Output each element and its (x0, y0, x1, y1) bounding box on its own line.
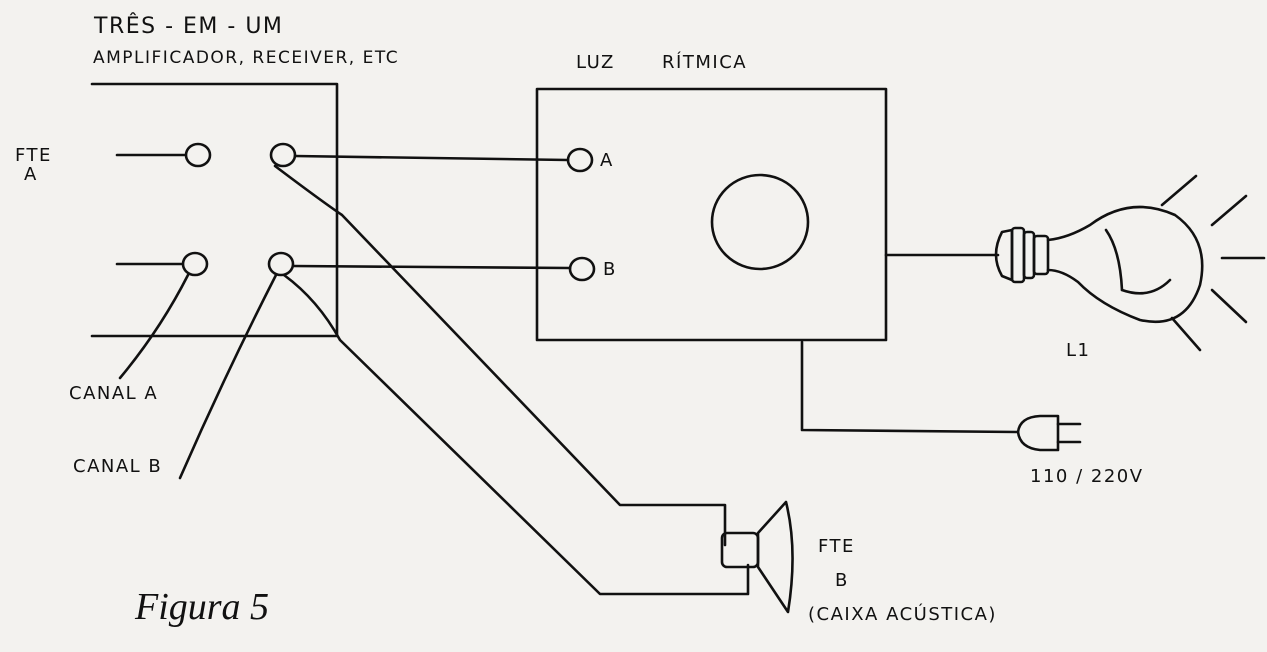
input-b-label: B (603, 259, 617, 280)
wire-output-b-to-input-b (291, 264, 572, 270)
figure-caption: Figura 5 (135, 586, 270, 628)
wire-output-a-to-input-a (293, 154, 570, 162)
rhythmic-light-input-b (568, 256, 596, 282)
output-terminal-b (267, 251, 295, 277)
output-terminal-a (269, 142, 297, 168)
input-terminal-b (181, 251, 209, 277)
diagram-subtitle: AMPLIFICADOR, RECEIVER, ETC (93, 48, 400, 68)
canal-b-leader (178, 273, 278, 480)
speaker-wire-1 (273, 164, 727, 547)
rhythmic-light-box (535, 87, 888, 342)
rhythmic-light-input-a (566, 147, 594, 173)
source-a-label-line1: FTE (15, 145, 52, 166)
speaker-label-line3: (CAIXA ACÚSTICA) (808, 604, 997, 625)
speaker-icon (720, 500, 794, 614)
source-a-label-line2: A (24, 164, 38, 185)
lamp-icon (994, 205, 1204, 324)
canal-b-label: CANAL B (73, 456, 163, 477)
input-terminal-a (184, 142, 212, 168)
rhythmic-light-label: LUZ RÍTMICA (576, 52, 748, 73)
mains-cord (800, 340, 1020, 434)
rhythmic-light-dial (710, 173, 810, 271)
speaker-label-line1: FTE (818, 536, 855, 557)
mains-plug-icon (1016, 414, 1082, 452)
lamp-label: L1 (1066, 340, 1091, 361)
speaker-label-line2: B (835, 570, 849, 591)
canal-a-leader (118, 273, 190, 380)
mains-voltage-label: 110 / 220V (1030, 466, 1144, 487)
canal-a-label: CANAL A (69, 383, 159, 404)
light-rays (1160, 174, 1266, 352)
diagram-title: TRÊS - EM - UM (94, 14, 284, 39)
amplifier-unit-outline (90, 82, 339, 338)
input-a-label: A (600, 150, 614, 171)
speaker-wire-2 (282, 273, 750, 596)
